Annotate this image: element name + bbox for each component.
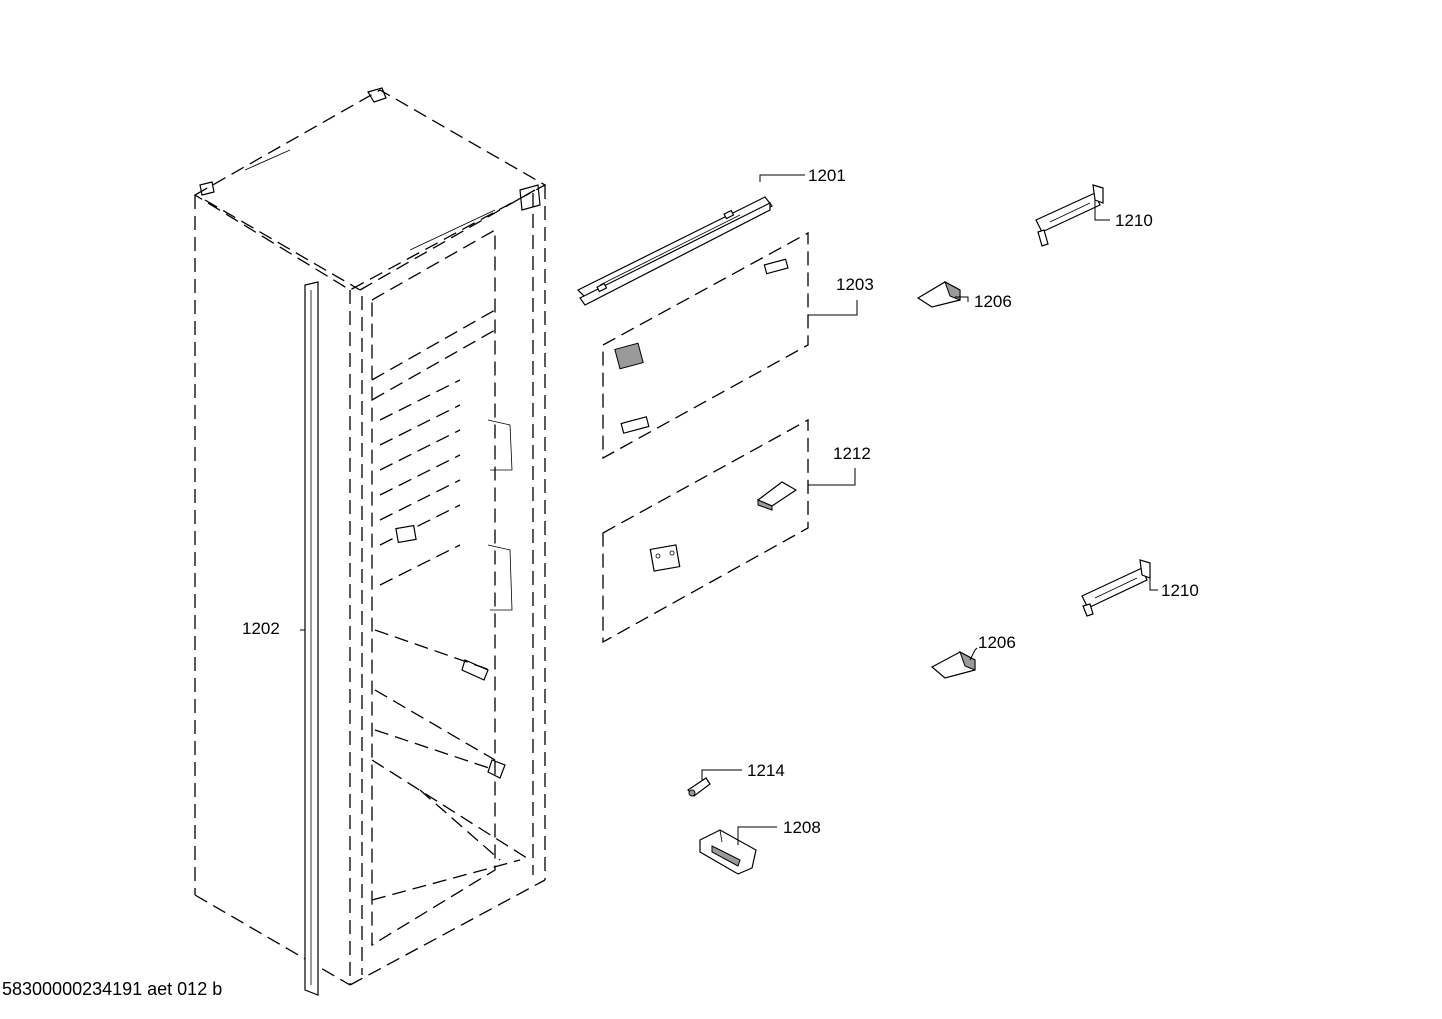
document-id: 58300000234191 aet 012 b [2,979,223,999]
part-1214-clip [687,777,711,797]
cabinet-housing [193,87,547,986]
part-1203-upper-panel [602,231,809,460]
callout-1202: 1202 [242,619,280,638]
part-1202-seal-strip [304,281,319,996]
part-1208-slide-block [699,829,757,875]
part-1206-hinge-cover-bottom [930,650,976,679]
callout-1210-bottom: 1210 [1161,581,1199,600]
callout-1210-top: 1210 [1115,211,1153,230]
part-1201-top-rail [576,196,773,306]
callout-labels: 1201 1202 1203 1206 1206 1208 1210 1210 … [242,166,1199,837]
callout-1214: 1214 [747,761,785,780]
callout-1201: 1201 [808,166,846,185]
callout-1212: 1212 [833,444,871,463]
callout-1206-top: 1206 [974,292,1012,311]
leader-lines [300,174,1158,845]
callout-1208: 1208 [783,818,821,837]
callout-1203: 1203 [836,275,874,294]
part-1210-hinge-bracket-bottom [1081,559,1151,617]
part-1206-hinge-cover-top [916,280,961,308]
part-1212-lower-panel [602,418,809,644]
callout-1206-bottom: 1206 [978,633,1016,652]
part-1210-hinge-bracket-top [1035,184,1104,247]
